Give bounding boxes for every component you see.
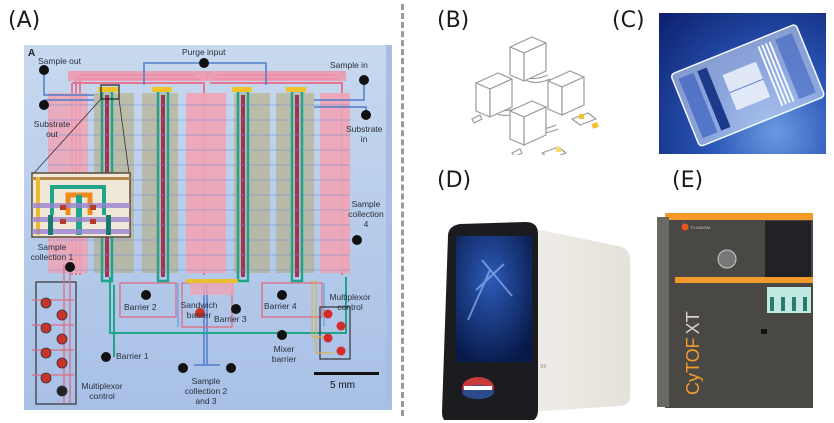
chip-zoom-inset	[31, 84, 131, 238]
panel-label-a: (A)	[8, 8, 41, 33]
panel-divider	[401, 4, 404, 416]
panel-label-b: (B)	[437, 8, 470, 33]
label-substrate-out: Substrate out	[33, 119, 71, 139]
channel-stripes	[48, 104, 350, 271]
microfluidic-cartridge-photo	[659, 13, 826, 154]
panel-label-d: (D)	[437, 168, 472, 193]
product-name-main: CyTOF	[683, 337, 703, 395]
panel-label-e: (E)	[672, 168, 704, 193]
model-mark: X9	[540, 364, 546, 370]
benchtop-instrument-photo: X9	[442, 222, 630, 420]
multiplexor-right-lines	[311, 280, 334, 354]
chip-inset-letter: A	[28, 48, 36, 59]
label-purge-input: Purge input	[182, 47, 226, 57]
label-multiplexor-control-right: Multiplexor control	[329, 292, 371, 312]
label-barrier-3: Barrier 3	[214, 314, 247, 324]
label-sample-out: Sample out	[38, 56, 81, 66]
panel-label-c: (C)	[612, 8, 645, 33]
brand-label: FLUIDIGM	[691, 225, 710, 230]
fluidigm-logo-icon	[681, 223, 689, 231]
product-name: CyTOF XT	[683, 311, 703, 395]
label-multiplexor-control-left: Multiplexor control	[81, 381, 123, 401]
label-sample-collection-1: Sample collection 1	[30, 242, 74, 262]
label-substrate-in: Substrate in	[346, 124, 383, 144]
multiplexor-left-valves	[40, 297, 68, 397]
barrier-regions	[109, 277, 347, 357]
label-sandwich-barrier: Sandwich barrier	[180, 300, 218, 320]
multiplexor-left-lines	[32, 265, 74, 403]
label-sample-collection-2-3: Sample collection 2 and 3	[184, 376, 228, 406]
label-barrier-4: Barrier 4	[264, 301, 297, 311]
chip-ports	[39, 58, 371, 373]
label-mixer-barrier: Mixer barrier	[271, 344, 297, 364]
modular-microfluidic-diagram	[471, 36, 599, 155]
label-sample-collection-4: Sample collection 4	[348, 199, 384, 229]
chip-channels-diagram	[31, 58, 371, 405]
label-barrier-1: Barrier 1	[116, 351, 149, 361]
multiplexor-left-box	[35, 281, 77, 405]
instrument-screen	[456, 236, 532, 362]
pink-bus-left	[68, 71, 208, 81]
pink-bus-right	[206, 71, 346, 81]
product-name-suffix: XT	[683, 311, 703, 334]
scale-bar-label: 5 mm	[330, 380, 355, 391]
mass-cytometer-photo: FLUIDIGM CyTOF XT	[657, 213, 813, 408]
multiplexor-right-box	[319, 306, 351, 360]
label-barrier-2: Barrier 2	[124, 302, 157, 312]
multiplexor-right-valves	[323, 309, 346, 356]
scale-bar	[314, 372, 379, 375]
microfluidic-chip-image: A	[24, 45, 392, 410]
label-sample-in: Sample in	[330, 60, 368, 70]
yellow-ports	[556, 114, 599, 152]
